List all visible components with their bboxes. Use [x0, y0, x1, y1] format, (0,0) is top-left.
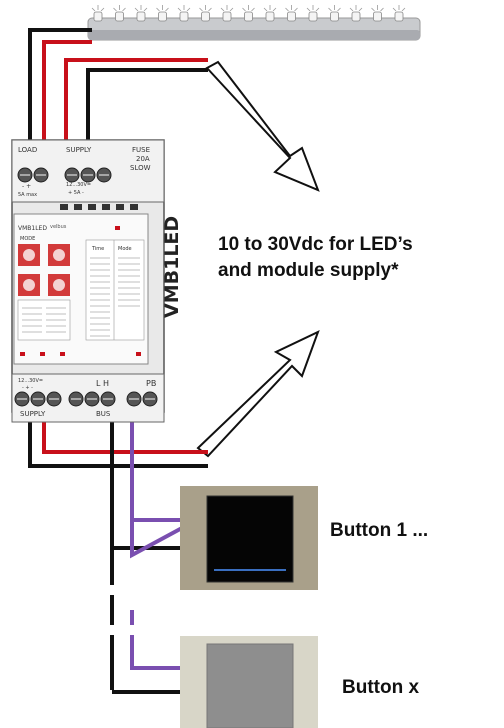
button-x-panel [180, 636, 318, 728]
face-mode-header: MODE [20, 236, 35, 242]
screw-terminal-icon [64, 167, 80, 183]
supply-caption: 10 to 30Vdc for LED’s and module supply* [218, 232, 413, 284]
led-bulb-icon [263, 5, 277, 22]
vmb1led-module: LOAD SUPPLY FUSE 20A SLOW - + 5A max 12.… [11, 139, 183, 423]
led-bulb-icon [134, 5, 148, 22]
label-pb: PB [146, 379, 156, 388]
label-load: LOAD [18, 146, 37, 154]
connector-pin [60, 204, 68, 210]
screw-terminal-icon [30, 391, 46, 407]
screw-terminal-icon [100, 391, 116, 407]
screw-terminal-icon [68, 391, 84, 407]
rotary-switch-icon [18, 244, 70, 296]
led-bulb-icon [113, 5, 126, 22]
led-bulb-icon [91, 5, 105, 22]
label-supply-top: SUPPLY [66, 146, 92, 154]
label-bottom-supply: SUPPLY [20, 410, 46, 418]
led-indicator [115, 226, 120, 230]
led-strip-icon [87, 5, 421, 41]
face-brand: velbus [50, 224, 67, 230]
label-load-polarity: - + [22, 183, 31, 190]
led-bulb-icon [392, 5, 406, 22]
screw-terminal-icon [96, 167, 112, 183]
screw-terminal-icon [46, 391, 62, 407]
screw-terminal-icon [84, 391, 100, 407]
led-bulb-icon [242, 5, 255, 22]
screw-terminal-icon [17, 167, 33, 183]
label-fuse-rating: 20A [136, 155, 150, 163]
screw-terminal-icon [14, 391, 30, 407]
led-wires [28, 28, 208, 140]
led-bulb-icon [199, 5, 212, 22]
led-bulb-icon [220, 5, 234, 22]
supply-arrow-down-icon [196, 330, 320, 458]
screw-terminal-icon [33, 167, 49, 183]
connector-pin [74, 204, 82, 210]
supply-arrow-up-icon [205, 60, 320, 192]
connector-pin [130, 204, 138, 210]
led-bulb-icon [306, 5, 320, 22]
module-model-label: VMB1LED [161, 216, 183, 318]
label-bottom-polarity: - + - [22, 385, 33, 391]
screw-terminal-icon [80, 167, 96, 183]
connector-pin [116, 204, 124, 210]
led-bulb-icon [349, 5, 363, 22]
face-time-header: Time [91, 246, 104, 252]
connector-pin [102, 204, 110, 210]
button-1-label: Button 1 ... [330, 520, 429, 541]
label-fuse-type: SLOW [130, 164, 151, 172]
face-model-name: VMB1LED [18, 225, 47, 232]
label-load-rating: 5A max [18, 192, 37, 198]
led-bulb-icon [177, 5, 191, 22]
supply-caption-line2: and module supply* [218, 260, 399, 281]
led-bulb-icon [328, 5, 341, 22]
led-bulb-icon [156, 5, 169, 22]
label-bus: BUS [96, 410, 111, 418]
connector-pin [88, 204, 96, 210]
label-fuse: FUSE [132, 146, 150, 154]
label-bottom-supply-range: 12...30V= [18, 378, 43, 384]
button-1-panel [180, 486, 318, 590]
label-supply-range: 12...30V= [66, 182, 91, 188]
label-bus-terminals: L H [96, 379, 109, 388]
bus-line-break [106, 585, 138, 635]
screw-terminal-icon [142, 391, 158, 407]
button-x-label: Button x [342, 677, 420, 698]
screw-terminal-icon [126, 391, 142, 407]
face-mode-col: Mode [118, 246, 132, 252]
led-bulb-icon [371, 5, 384, 22]
label-supply-polarity: + 5A - [68, 190, 84, 196]
supply-caption-line1: 10 to 30Vdc for LED’s [218, 234, 413, 255]
led-bulb-icon [285, 5, 298, 22]
